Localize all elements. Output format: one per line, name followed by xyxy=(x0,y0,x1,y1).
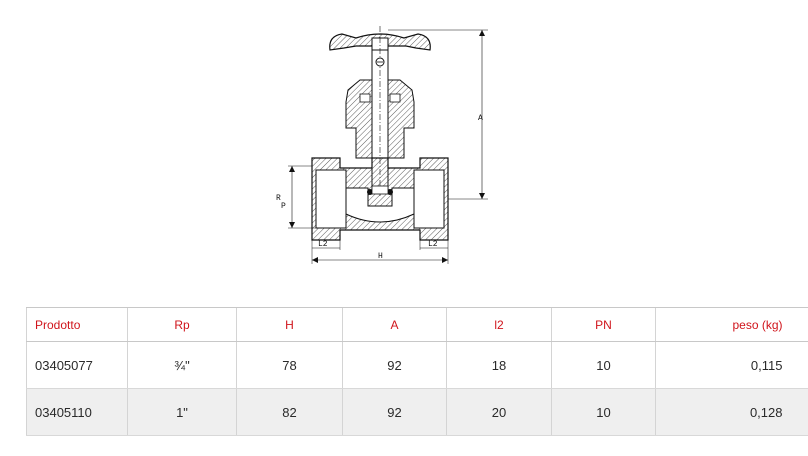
dimension-rp-label-p: P xyxy=(281,202,286,211)
header-pn: PN xyxy=(551,307,656,342)
header-a: A xyxy=(342,307,447,342)
header-rp: Rp xyxy=(127,307,237,342)
dimension-h xyxy=(311,240,449,264)
header-prodotto: Prodotto xyxy=(26,307,128,342)
bonnet xyxy=(345,79,415,159)
valve-body xyxy=(311,157,449,241)
cell-peso: 0,115 xyxy=(655,341,808,389)
header-peso: peso (kg) xyxy=(655,307,808,342)
cell-prodotto: 03405077 xyxy=(26,341,128,389)
dimension-rp-label-r: R xyxy=(276,194,281,203)
cell-l2: 18 xyxy=(446,341,552,389)
cell-pn: 10 xyxy=(551,341,656,389)
dimension-h-label: H xyxy=(378,252,383,261)
header-h: H xyxy=(236,307,343,342)
product-spec-table: Prodotto Rp H A l2 PN peso (kg) 03405077… xyxy=(26,307,808,436)
cell-a: 92 xyxy=(342,388,447,436)
table-header-row: Prodotto Rp H A l2 PN peso (kg) xyxy=(26,307,808,342)
dimension-l2-right-label: L2 xyxy=(428,240,438,249)
cell-peso: 0,128 xyxy=(655,388,808,436)
cell-a: 92 xyxy=(342,341,447,389)
valve-stem xyxy=(371,26,389,196)
table-row: 03405110 1" 82 92 20 10 0,128 xyxy=(26,388,808,436)
cell-rp: 1" xyxy=(127,388,237,436)
dimension-a xyxy=(388,29,488,200)
cell-rp: ¾" xyxy=(127,341,237,389)
cell-h: 82 xyxy=(236,388,343,436)
dimension-l2-left-label: L2 xyxy=(318,240,328,249)
header-l2: l2 xyxy=(446,307,552,342)
cell-l2: 20 xyxy=(446,388,552,436)
cell-pn: 10 xyxy=(551,388,656,436)
gate-valve-technical-drawing: A R P L2 L2 H xyxy=(276,26,488,264)
dimension-a-label: A xyxy=(478,114,483,123)
dimension-rp xyxy=(288,165,316,229)
table-row: 03405077 ¾" 78 92 18 10 0,115 xyxy=(26,341,808,389)
cell-h: 78 xyxy=(236,341,343,389)
cell-prodotto: 03405110 xyxy=(26,388,128,436)
